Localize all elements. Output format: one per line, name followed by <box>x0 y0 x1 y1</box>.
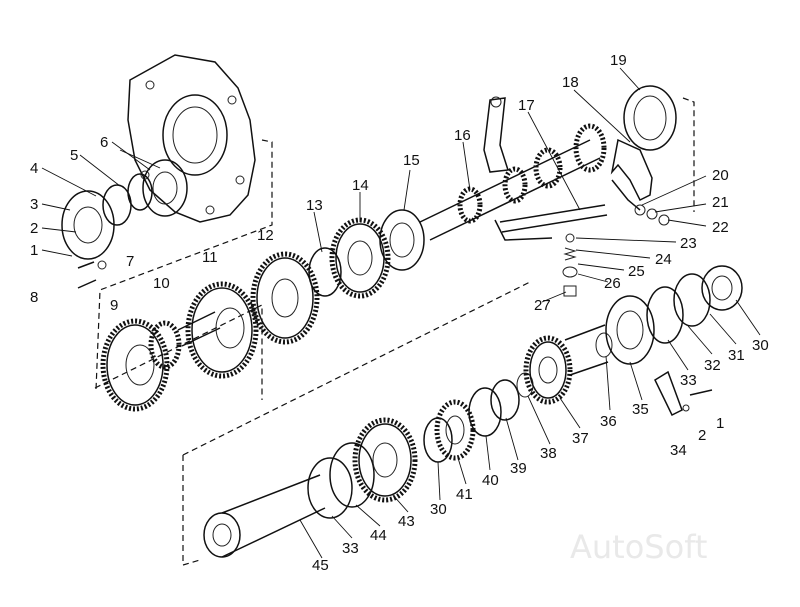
label-30-right: 30 <box>752 337 769 354</box>
label-33-right: 33 <box>680 372 697 389</box>
gear-11 <box>185 281 259 379</box>
label-33-lower: 33 <box>342 540 359 557</box>
label-12: 12 <box>257 227 274 244</box>
label-4: 4 <box>30 160 38 177</box>
label-44: 44 <box>370 527 387 544</box>
label-24: 24 <box>655 251 672 268</box>
label-15: 15 <box>403 152 420 169</box>
label-36: 36 <box>600 413 617 430</box>
bearing-35 <box>605 295 655 365</box>
label-40: 40 <box>482 472 499 489</box>
label-2: 2 <box>30 220 38 237</box>
shift-lever-17 <box>483 96 608 241</box>
detent-parts-23-27 <box>562 233 578 297</box>
label-20: 20 <box>712 167 729 184</box>
label-8: 8 <box>30 289 38 306</box>
gear-43 <box>352 417 418 503</box>
label-1: 1 <box>30 242 38 259</box>
label-5: 5 <box>70 147 78 164</box>
synchro-ring-19 <box>623 85 677 151</box>
shift-fork-18 <box>610 138 653 211</box>
bearing-39 <box>490 379 520 421</box>
label-1-right: 1 <box>716 415 724 432</box>
label-2-right: 2 <box>698 427 706 444</box>
label-22: 22 <box>712 219 729 236</box>
label-38: 38 <box>540 445 557 462</box>
label-37: 37 <box>572 430 589 447</box>
label-9: 9 <box>110 297 118 314</box>
dashed-group-frames <box>94 97 695 566</box>
label-10: 10 <box>153 275 170 292</box>
label-17: 17 <box>518 97 535 114</box>
gear-37 <box>523 335 573 405</box>
ring-40 <box>468 387 502 437</box>
part-labels: 1 2 3 4 5 6 7 8 9 10 11 12 13 14 15 16 1… <box>30 52 769 574</box>
label-32: 32 <box>704 357 721 374</box>
rings-30-33 <box>646 265 743 344</box>
label-39: 39 <box>510 460 527 477</box>
label-31: 31 <box>728 347 745 364</box>
label-25: 25 <box>628 263 645 280</box>
label-3: 3 <box>30 196 38 213</box>
label-16: 16 <box>454 127 471 144</box>
hub-36 <box>564 324 613 376</box>
label-6: 6 <box>100 134 108 151</box>
main-shaft-16 <box>419 123 607 241</box>
label-14: 14 <box>352 177 369 194</box>
label-41: 41 <box>456 486 473 503</box>
label-23: 23 <box>680 235 697 252</box>
watermark-text: AutoSoft <box>570 528 707 566</box>
label-34: 34 <box>670 442 687 459</box>
gear-41 <box>434 399 476 461</box>
leader-lines <box>41 67 761 559</box>
label-45: 45 <box>312 557 329 574</box>
rings-33-44 <box>307 442 375 519</box>
front-cap-assembly <box>61 159 188 289</box>
label-13: 13 <box>306 197 323 214</box>
small-hardware-20-22 <box>634 204 670 226</box>
label-35: 35 <box>632 401 649 418</box>
label-43: 43 <box>398 513 415 530</box>
label-7: 7 <box>126 253 134 270</box>
label-19: 19 <box>610 52 627 69</box>
label-27: 27 <box>534 297 551 314</box>
housing-cover <box>127 54 256 223</box>
gear-13-14 <box>308 217 391 299</box>
label-18: 18 <box>562 74 579 91</box>
clamp-34 <box>654 370 713 417</box>
label-21: 21 <box>712 194 729 211</box>
gear-12 <box>250 251 320 345</box>
label-11: 11 <box>202 249 218 266</box>
output-shaft-45 <box>203 474 326 558</box>
gear-9 <box>100 318 182 412</box>
bearing-15 <box>379 209 425 271</box>
label-30-lower: 30 <box>430 501 447 518</box>
label-26: 26 <box>604 275 621 292</box>
